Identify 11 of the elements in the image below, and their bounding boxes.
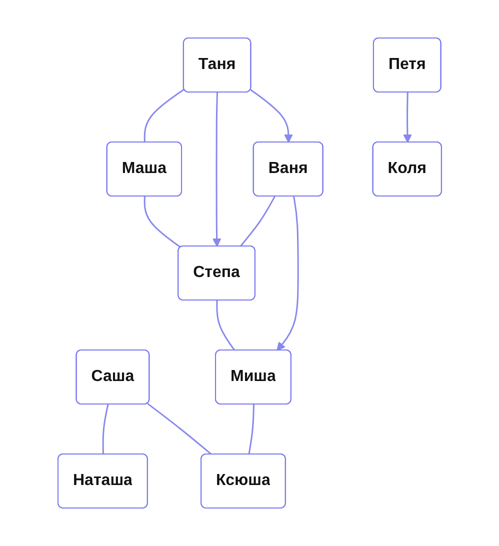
arrow [212, 92, 222, 247]
connector [102, 404, 109, 454]
connector [216, 300, 236, 351]
arrow [250, 89, 293, 143]
arrow [276, 196, 299, 351]
connector [240, 196, 276, 247]
connector [144, 196, 181, 248]
arrow [402, 92, 412, 143]
connector [146, 402, 212, 456]
connector [144, 88, 184, 143]
connector [248, 404, 254, 455]
